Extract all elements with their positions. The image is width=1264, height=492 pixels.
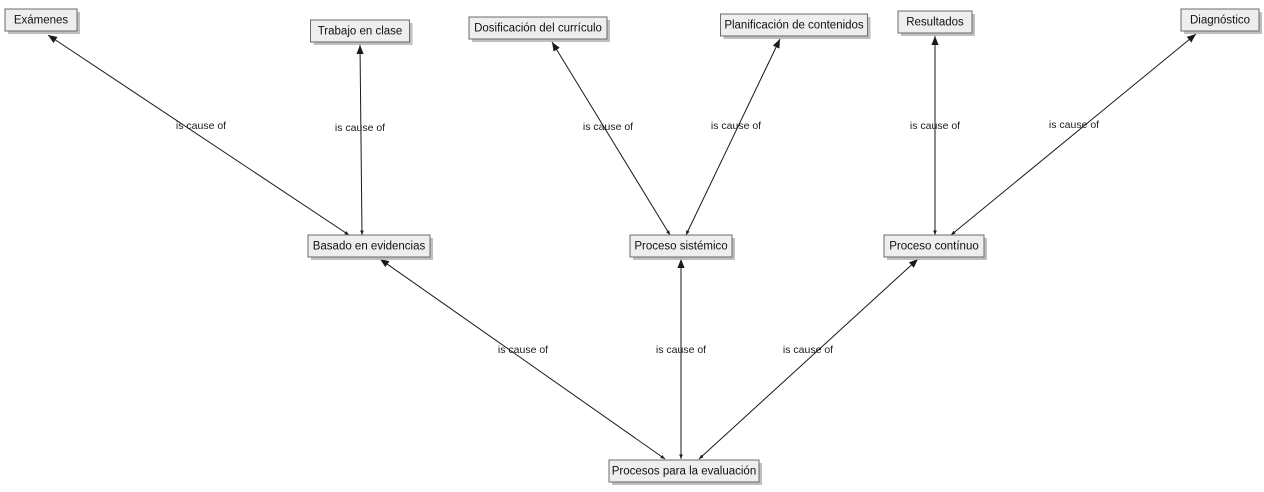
edge-origin-marker-icon (933, 230, 937, 235)
node-evidencias[interactable]: Basado en evidencias (307, 234, 433, 260)
edge-procesos-to-evidencias[interactable] (379, 258, 666, 460)
node-trabajo[interactable]: Trabajo en clase (310, 19, 413, 45)
edge-origin-marker-icon (679, 454, 683, 459)
edge-sistemico-to-planificacion[interactable] (685, 38, 781, 236)
node-examenes[interactable]: Exámenes (4, 8, 80, 34)
edge-label: is cause of (656, 344, 706, 356)
node-box[interactable] (897, 10, 973, 34)
node-resultados[interactable]: Resultados (897, 10, 975, 36)
node-box[interactable] (883, 234, 985, 258)
arrow-head-icon (908, 259, 918, 268)
edge-label: is cause of (910, 120, 960, 132)
node-dosificacion[interactable]: Dosificación del currículo (468, 16, 610, 42)
edge-label: is cause of (498, 344, 548, 356)
node-box[interactable] (608, 459, 760, 483)
edge-labels-layer: is cause of is cause of is cause of is caus… (176, 119, 1099, 356)
edge-sistemico-to-dosificacion[interactable] (551, 41, 671, 236)
edge-line (551, 41, 671, 236)
node-procesos[interactable]: Procesos para la evaluación (608, 459, 762, 485)
edge-procesos-to-sistemico[interactable] (677, 259, 685, 459)
arrow-head-icon (356, 45, 364, 55)
arrow-head-icon (677, 259, 685, 268)
edge-evidencias-to-trabajo[interactable] (356, 44, 364, 236)
arrow-head-icon (380, 259, 390, 268)
edge-origin-marker-icon (360, 230, 364, 235)
node-box[interactable] (1180, 8, 1260, 32)
arrow-head-icon (772, 39, 780, 49)
edge-label: is cause of (335, 122, 385, 134)
edge-line (379, 258, 666, 460)
node-box[interactable] (4, 8, 78, 32)
nodes-layer: Exámenes Trabajo en clase Dosificación del… (4, 8, 1262, 485)
node-box[interactable] (629, 234, 733, 258)
node-box[interactable] (310, 19, 410, 43)
edge-label: is cause of (176, 120, 226, 132)
edge-origin-marker-icon (951, 230, 956, 235)
arrow-head-icon (1186, 34, 1196, 43)
arrow-head-icon (48, 35, 58, 43)
edge-line (359, 44, 363, 236)
edge-line (698, 258, 919, 460)
edge-line (685, 38, 781, 236)
edge-origin-marker-icon (660, 454, 665, 459)
node-diagnostico[interactable]: Diagnóstico (1180, 8, 1262, 34)
edge-label: is cause of (711, 120, 761, 132)
node-continuo[interactable]: Proceso contínuo (883, 234, 987, 260)
edge-continuo-to-resultados[interactable] (931, 36, 939, 235)
node-sistemico[interactable]: Proceso sistémico (629, 234, 735, 260)
edge-continuo-to-diagnostico[interactable] (950, 33, 1197, 236)
edge-label: is cause of (583, 121, 633, 133)
edge-line (47, 34, 350, 236)
edge-procesos-to-continuo[interactable] (698, 258, 919, 460)
edge-label: is cause of (783, 344, 833, 356)
edge-origin-marker-icon (699, 454, 704, 459)
edge-evidencias-to-examenes[interactable] (47, 34, 350, 236)
edges-layer (47, 33, 1197, 460)
arrow-head-icon (552, 42, 560, 52)
node-planificacion[interactable]: Planificación de contenidos (720, 13, 871, 39)
edge-origin-marker-icon (686, 230, 690, 235)
node-box[interactable] (720, 13, 868, 37)
edge-origin-marker-icon (344, 231, 349, 235)
arrow-head-icon (931, 36, 939, 45)
edge-label: is cause of (1049, 119, 1099, 131)
edge-line (950, 33, 1197, 236)
edge-origin-marker-icon (666, 230, 670, 235)
node-box[interactable] (468, 16, 608, 40)
node-box[interactable] (307, 234, 431, 258)
